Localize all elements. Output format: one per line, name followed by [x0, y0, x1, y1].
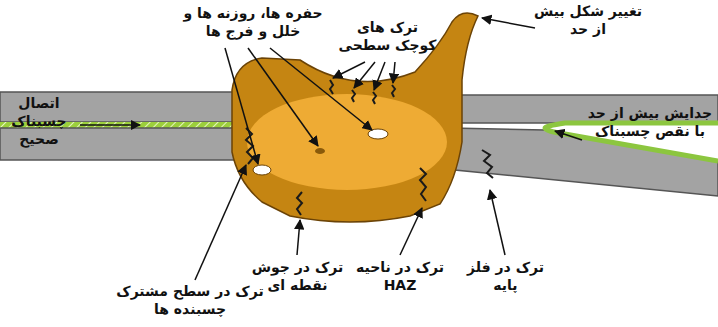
weld-nugget	[247, 94, 447, 190]
callout-label: ترک در سطح مشترک چسبنده ها	[115, 282, 265, 318]
pore	[368, 129, 388, 139]
callout-label: ترک های کوچک سطحی	[335, 18, 440, 54]
callout-label: اتصال چسبناک صحیح	[2, 94, 76, 149]
callout-label: ترک در جوش نقطه ای	[250, 258, 345, 294]
weld-zone	[232, 13, 478, 222]
pore	[315, 148, 325, 154]
pore	[253, 165, 271, 175]
leader-lines	[80, 18, 582, 280]
callout-label: تغییر شکل بیش از حد	[528, 2, 648, 38]
callout-label: حفره ها، روزنه ها و خلل و فرج ها	[168, 4, 338, 40]
cracks	[246, 80, 493, 215]
callout-label: جدایش بیش از حد با نقص چسبناک	[586, 104, 714, 140]
callout-label: ترک در فلز پایه	[458, 258, 553, 294]
callout-label: ترک در ناحیه HAZ	[350, 258, 450, 294]
